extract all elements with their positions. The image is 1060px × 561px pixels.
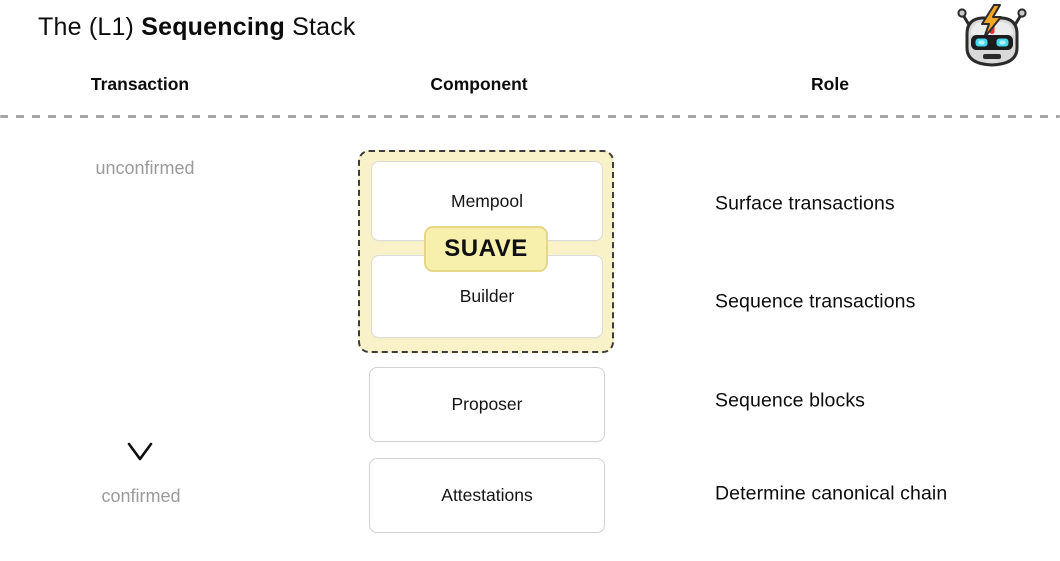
component-box-proposer: Proposer [369, 367, 605, 442]
column-header-role: Role [811, 74, 849, 94]
title-emphasis: Sequencing [141, 13, 285, 41]
page-title: The (L1) Sequencing Stack [38, 13, 356, 42]
role-text-proposer: Sequence blocks [715, 389, 866, 412]
title-suffix: Stack [284, 13, 356, 41]
role-text-builder: Sequence transactions [715, 290, 916, 313]
role-text-mempool: Surface transactions [715, 192, 895, 215]
header-separator-dashed-line [0, 115, 1060, 118]
column-header-component: Component [430, 74, 528, 94]
flashbots-robot-icon [957, 4, 1027, 67]
role-text-attestations: Determine canonical chain [715, 482, 948, 505]
component-label-attestations: Attestations [441, 485, 533, 505]
title-prefix: The (L1) [38, 13, 142, 41]
down-arrow-icon [127, 188, 153, 461]
component-label-proposer: Proposer [451, 394, 523, 414]
component-box-attestations: Attestations [369, 458, 605, 533]
column-header-transaction: Transaction [90, 74, 190, 94]
suave-badge: SUAVE [424, 226, 548, 272]
flow-end-label: confirmed [101, 486, 181, 506]
suave-badge-label: SUAVE [444, 235, 528, 262]
flow-start-label: unconfirmed [95, 158, 195, 178]
component-label-mempool: Mempool [451, 190, 523, 211]
component-label-builder: Builder [459, 286, 515, 306]
